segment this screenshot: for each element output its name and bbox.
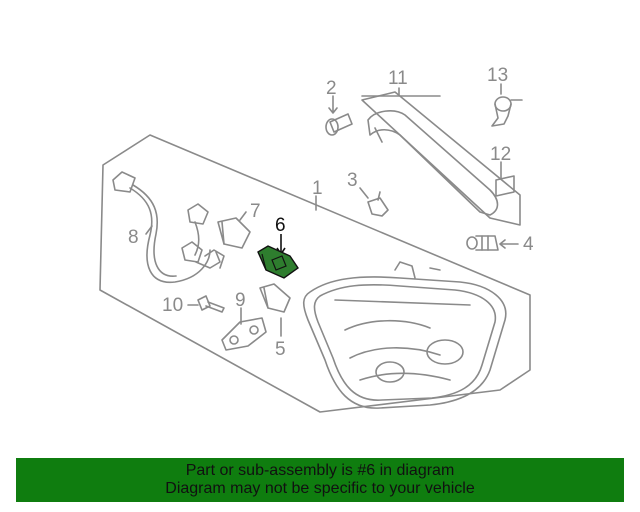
reflector-trim [361,91,521,226]
screw-10 [197,295,225,313]
callout-6[interactable]: 6 [275,215,286,236]
clip-12 [495,175,515,197]
banner-line-2: Diagram may not be specific to your vehi… [165,480,475,497]
banner-line-1: Part or sub-assembly is #6 in diagram [185,462,455,479]
callout-1: 1 [312,178,323,199]
wiring-harness-8 [112,171,225,283]
bolt-2 [325,113,353,136]
bulb-socket-7 [217,217,251,249]
parts-diagram: 1 2 3 4 5 6 7 8 9 10 11 12 13 [99,65,534,413]
callout-11: 11 [388,68,408,89]
callout-7: 7 [250,201,261,222]
callout-8: 8 [128,227,139,248]
bulb-socket-6-highlighted[interactable] [257,234,299,279]
tail-lamp-housing [302,261,507,409]
info-banner: Part or sub-assembly is #6 in diagram Di… [16,458,624,502]
callout-2: 2 [326,78,337,99]
bulb-socket-5 [259,283,291,313]
lamp-assembly-panel [99,134,531,413]
callout-12: 12 [490,144,511,165]
bracket-9 [221,317,267,351]
screw-3 [367,191,389,217]
callout-9: 9 [235,290,246,311]
bulb-4 [466,235,499,251]
callout-5: 5 [275,339,286,360]
callout-3: 3 [347,170,358,191]
leader-lines [145,83,519,337]
callout-10: 10 [162,295,183,316]
callout-4: 4 [523,234,534,255]
callout-13: 13 [487,65,508,86]
clip-13 [491,96,523,127]
